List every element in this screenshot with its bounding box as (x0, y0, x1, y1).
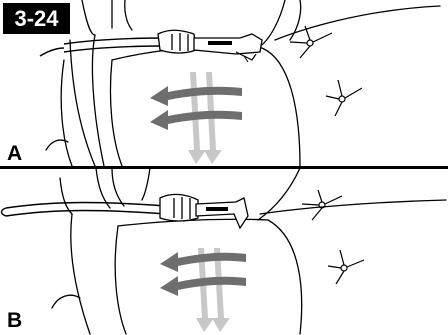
sofa-cushion-icon (52, 168, 446, 334)
panel-a-label: A (7, 143, 22, 164)
hand-icon (160, 194, 198, 221)
figure-number-badge: 3-24 (3, 3, 70, 34)
panel-a: 3-24 A (0, 0, 448, 168)
hose-icon (2, 203, 167, 217)
panel-b-label: B (7, 310, 22, 331)
button-tuft-icon (290, 26, 362, 116)
sofa-cushion-icon (46, 0, 440, 166)
hose-icon (40, 38, 168, 56)
hand-icon (158, 30, 196, 53)
panel-b-illustration (0, 168, 448, 335)
upholstery-nozzle-icon (196, 198, 248, 228)
upholstery-nozzle-icon (194, 34, 262, 62)
panel-b: B (0, 168, 448, 335)
